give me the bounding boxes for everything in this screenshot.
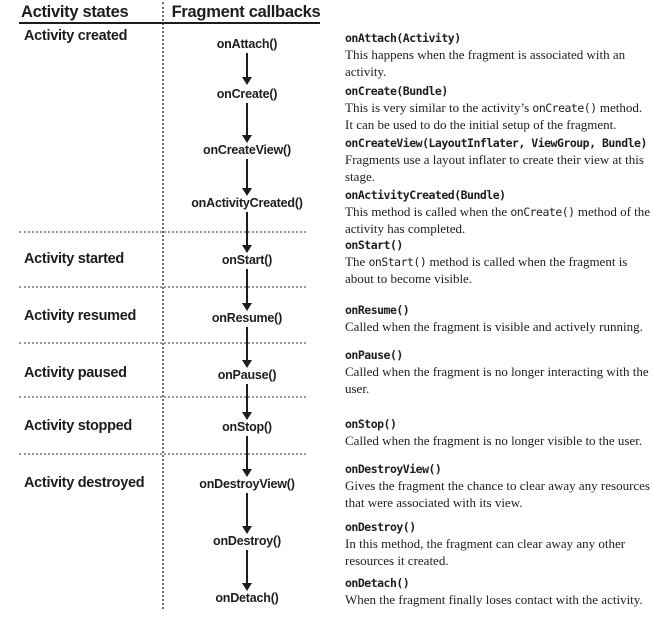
row-separator-dotted-line [19,342,306,344]
arrow-down-icon [241,384,252,420]
callback-node-ondestroyview: onDestroyView() [199,477,295,491]
callback-description-onresume: onResume() Called when the fragment is v… [345,303,652,336]
callback-description-text: The onStart() method is called when the … [345,254,628,286]
activity-state-paused: Activity paused [24,365,127,381]
callback-signature: onDetach() [345,576,410,590]
callback-description-oncreateview: onCreateView(LayoutInflater, ViewGroup, … [345,136,652,185]
arrow-down-icon [241,159,252,196]
column-header-activity-states: Activity states [21,3,129,21]
activity-state-destroyed: Activity destroyed [24,475,145,491]
callback-node-oncreate: onCreate() [216,87,278,101]
callback-node-ondestroy: onDestroy() [213,534,281,548]
arrow-down-icon [241,53,252,85]
callback-description-text: Called when the fragment is no longer vi… [345,433,643,448]
callback-signature: onResume() [345,303,410,317]
row-separator-dotted-line [19,396,306,398]
row-separator-dotted-line [19,231,306,233]
arrow-down-icon [241,103,252,143]
activity-state-stopped: Activity stopped [24,418,132,434]
callback-description-onstop: onStop() Called when the fragment is no … [345,417,652,450]
callback-node-onattach: onAttach() [216,37,278,51]
callback-node-oncreateview: onCreateView() [203,143,291,157]
arrow-down-icon [241,436,252,477]
callback-description-text: In this method, the fragment can clear a… [345,536,626,568]
callback-description-oncreate: onCreate(Bundle) This is very similar to… [345,84,652,133]
callback-description-text: Called when the fragment is no longer in… [345,364,649,396]
callback-node-onpause: onPause() [217,368,277,382]
callback-signature: onStart() [345,238,403,252]
arrow-down-icon [241,212,252,253]
callback-node-onstart: onStart() [221,253,273,267]
activity-state-created: Activity created [24,28,128,44]
callback-signature: onCreate(Bundle) [345,84,448,98]
callback-node-onresume: onResume() [211,311,283,325]
callback-description-onpause: onPause() Called when the fragment is no… [345,348,652,397]
callback-description-text: Fragments use a layout inflater to creat… [345,152,644,184]
callback-signature: onAttach(Activity) [345,31,461,45]
callback-description-ondetach: onDetach() When the fragment finally los… [345,576,652,609]
arrow-down-icon [241,327,252,368]
callback-description-ondestroyview: onDestroyView() Gives the fragment the c… [345,462,652,511]
callback-signature: onPause() [345,348,403,362]
callback-description-onactivitycreated: onActivityCreated(Bundle) This method is… [345,188,652,237]
callback-node-onstop: onStop() [222,420,272,434]
activity-state-started: Activity started [24,251,124,267]
callback-description-onattach: onAttach(Activity) This happens when the… [345,31,652,80]
arrow-down-icon [241,550,252,591]
activity-state-resumed: Activity resumed [24,308,137,324]
column-header-fragment-callbacks: Fragment callbacks [171,3,321,21]
row-separator-dotted-line [19,453,306,455]
callback-signature: onCreateView(LayoutInflater, ViewGroup, … [345,136,647,150]
row-separator-dotted-line [19,286,306,288]
callback-signature: onActivityCreated(Bundle) [345,188,506,202]
callback-signature: onDestroy() [345,520,416,534]
callback-node-onactivitycreated: onActivityCreated() [191,196,303,210]
arrow-down-icon [241,493,252,534]
callback-description-text: Gives the fragment the chance to clear a… [345,478,650,510]
callback-description-text: This is very similar to the activity’s o… [345,100,643,132]
callback-description-text: This method is called when the onCreate(… [345,204,651,236]
callback-description-ondestroy: onDestroy() In this method, the fragment… [345,520,652,569]
callback-description-text: Called when the fragment is visible and … [345,319,643,334]
callback-node-ondetach: onDetach() [215,591,279,605]
callback-description-text: When the fragment finally loses contact … [345,592,643,607]
header-underline [19,22,320,24]
column-divider-dotted-line [162,2,164,609]
arrow-down-icon [241,269,252,311]
callback-description-text: This happens when the fragment is associ… [345,47,626,79]
callback-signature: onStop() [345,417,397,431]
callback-signature: onDestroyView() [345,462,442,476]
callback-description-onstart: onStart() The onStart() method is called… [345,238,652,287]
